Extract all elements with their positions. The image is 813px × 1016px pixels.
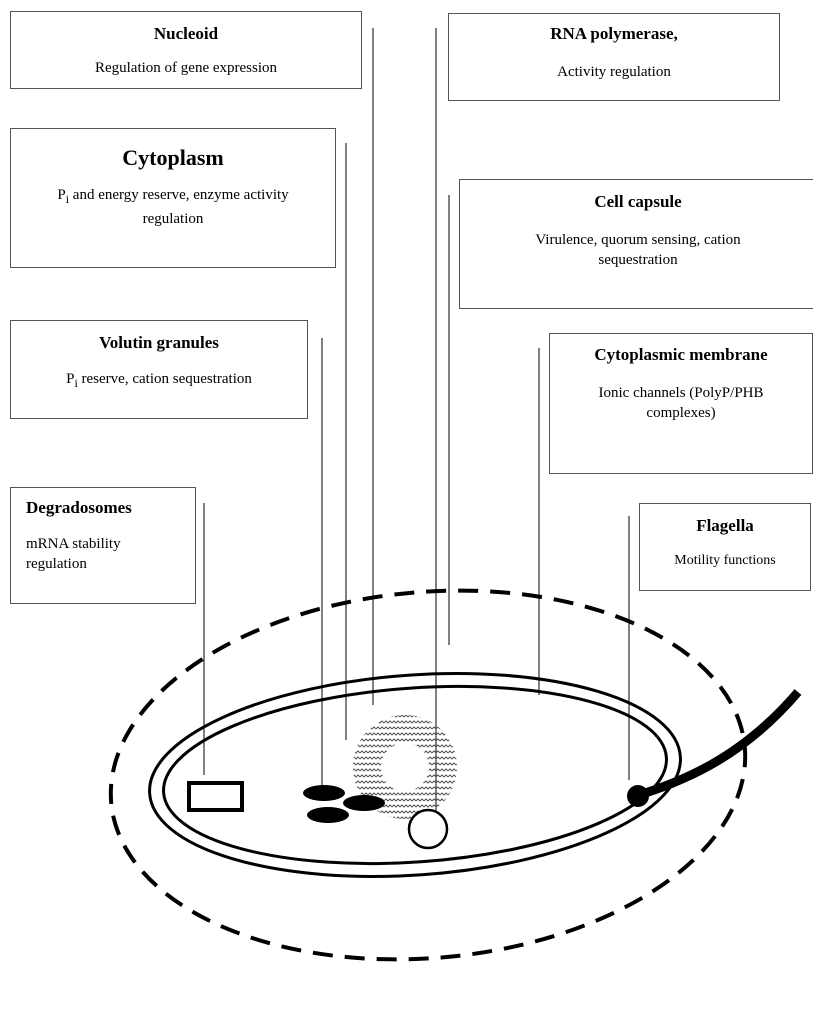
cytoplasm-title: Cytoplasm bbox=[122, 145, 224, 170]
volutin-granule-2 bbox=[343, 795, 385, 811]
cytoplasmic-membrane-title: Cytoplasmic membrane bbox=[594, 345, 768, 364]
cytoplasmic-membrane-description: Ionic channels (PolyP/PHB complexes) bbox=[598, 385, 764, 421]
volutin-granules-description: Pi reserve, cation sequestration bbox=[66, 371, 252, 390]
degradosome-shape bbox=[187, 781, 244, 812]
rna-polymerase-shape bbox=[407, 808, 449, 850]
volutin-granule-3 bbox=[307, 807, 349, 823]
cell-wall-outline bbox=[148, 672, 682, 878]
nucleoid-description: Regulation of gene expression bbox=[94, 60, 278, 76]
cytoplasmic-membrane-outline bbox=[162, 684, 668, 866]
degradosomes-label-box: Degradosomes mRNA stability regulation bbox=[10, 487, 196, 604]
rna-polymerase-description: Activity regulation bbox=[557, 64, 671, 80]
volutin-granule-1 bbox=[303, 785, 345, 801]
flagella-title: Flagella bbox=[696, 516, 754, 535]
cytoplasm-label-box: Cytoplasm Pi and energy reserve, enzyme … bbox=[10, 128, 336, 268]
cell-capsule-title: Cell capsule bbox=[594, 192, 682, 211]
flagellum-base bbox=[627, 785, 649, 807]
nucleoid-title: Nucleoid bbox=[153, 24, 219, 43]
flagellum-shape bbox=[634, 689, 802, 801]
rna-polymerase-title: RNA polymerase, bbox=[550, 24, 678, 43]
degradosomes-description: mRNA stability regulation bbox=[26, 536, 121, 572]
degradosomes-title: Degradosomes bbox=[26, 498, 132, 517]
flagella-label-box: Flagella Motility functions bbox=[639, 503, 811, 591]
cell-capsule-label-box: Cell capsule Virulence, quorum sensing, … bbox=[459, 179, 813, 309]
flagella-description: Motility functions bbox=[674, 553, 776, 568]
volutin-granules-title: Volutin granules bbox=[99, 333, 219, 352]
rna-polymerase-label-box: RNA polymerase, Activity regulation bbox=[448, 13, 780, 101]
cytoplasmic-membrane-label-box: Cytoplasmic membrane Ionic channels (Pol… bbox=[549, 333, 813, 474]
nucleoid-shape bbox=[353, 715, 457, 819]
nucleoid-label-box: Nucleoid Regulation of gene expression bbox=[10, 11, 362, 89]
cytoplasm-description: Pi and energy reserve, enzyme activity r… bbox=[57, 187, 289, 227]
volutin-granules-label-box: Volutin granules Pi reserve, cation sequ… bbox=[10, 320, 308, 419]
cell-capsule-description: Virulence, quorum sensing, cation seques… bbox=[535, 232, 741, 268]
